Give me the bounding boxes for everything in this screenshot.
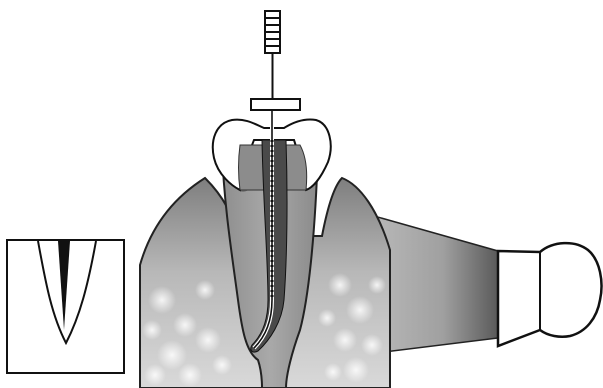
inset-apex-detail	[7, 240, 124, 373]
file-handle	[265, 11, 280, 99]
xray-tube-head	[498, 243, 602, 346]
file-stopper	[251, 99, 300, 110]
